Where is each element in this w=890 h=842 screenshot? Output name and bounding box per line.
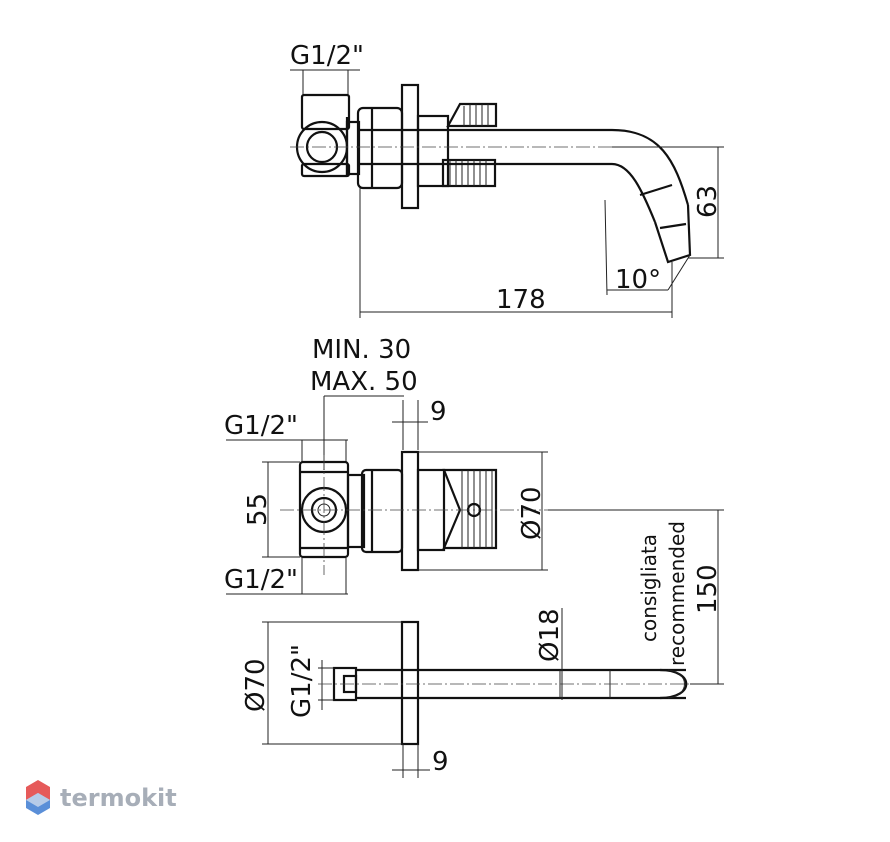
dia-70-left-label: Ø70 [241,658,271,712]
recommended-label: recommended [665,521,689,666]
max50-label: MAX. 50 [310,367,418,397]
dim-150-label: 150 [693,564,723,614]
dim-9-top-label: 9 [430,397,447,427]
thread-label-top: G1/2" [290,41,364,71]
front-view: MIN. 30 MAX. 50 9 G1/2" [224,335,720,595]
dia-18-label: Ø18 [535,608,565,662]
min30-label: MIN. 30 [312,335,411,365]
termokit-logo: termokit [26,780,177,815]
dim-55-label: 55 [243,493,273,526]
dia-70-right-label: Ø70 [517,486,547,540]
thread-vertical-label: G1/2" [287,644,317,718]
logo-text: termokit [60,784,177,812]
top-view: Ø70 G1/2" Ø18 150 consigliata recommende… [241,509,724,778]
side-view: G1/2" [290,41,724,318]
angle-10-label: 10° [615,265,661,295]
thread-mid-bottom-label: G1/2" [224,565,298,595]
dim-63-label: 63 [693,185,723,218]
dim-9-bottom-label: 9 [432,747,449,777]
dim-178-label: 178 [496,285,546,315]
consigliata-label: consigliata [637,534,661,642]
hexagon-logo-icon [26,780,50,815]
thread-mid-top-label: G1/2" [224,411,298,441]
